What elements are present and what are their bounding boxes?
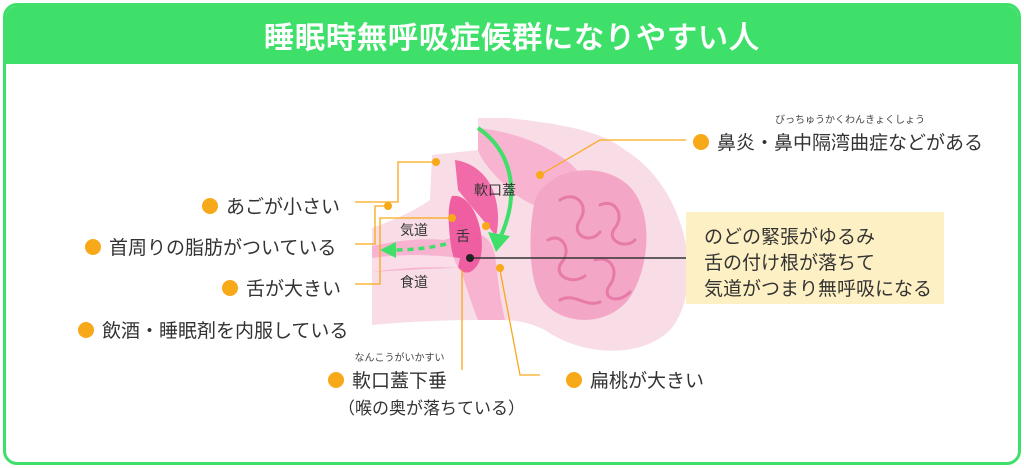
label-nasal-text: 鼻炎・鼻中隔湾曲症などがある xyxy=(717,132,984,154)
airway-label: 気道 xyxy=(400,223,428,239)
label-nasal: びっちゅうかくわんきょくしょう 鼻炎・鼻中隔湾曲症などがある xyxy=(693,115,984,155)
note-line: 気道がつまり無呼吸になる xyxy=(704,278,933,300)
bullet-dot xyxy=(328,371,344,388)
page-title: 睡眠時無呼吸症候群になりやすい人 xyxy=(264,21,760,56)
bullet-dot xyxy=(78,321,94,338)
label-large-tonsils-text: 扁桃が大きい xyxy=(590,370,705,392)
bullet-dot xyxy=(222,279,238,296)
label-thick-neck: 首周りの脂肪がついている xyxy=(85,233,336,260)
ruby-wrap: なんこうがいかすい 軟口蓋下垂 xyxy=(352,353,448,393)
nasal-ruby: びっちゅうかくわんきょくしょう xyxy=(775,115,925,126)
ruby-wrap: びっちゅうかくわんきょくしょう 鼻炎・鼻中隔湾曲症などがある xyxy=(717,115,984,155)
bullet-dot xyxy=(566,371,582,388)
bullet-dot xyxy=(85,238,101,255)
soft-palate-label: 軟口蓋 xyxy=(474,183,516,199)
label-soft-palate-droop-text: 軟口蓋下垂 xyxy=(352,370,448,392)
note-line: のどの緊張がゆるみ xyxy=(704,226,876,248)
label-large-tongue-text: 舌が大きい xyxy=(246,278,342,300)
label-small-jaw: あごが小さい xyxy=(202,192,340,219)
label-small-jaw-text: あごが小さい xyxy=(226,196,341,218)
esophagus-label: 食道 xyxy=(400,275,428,291)
soft-palate-droop-ruby: なんこうがいかすい xyxy=(354,353,445,364)
label-soft-palate-droop-sub: （喉の奥が落ちている） xyxy=(338,399,525,419)
note-box: のどの緊張がゆるみ 舌の付け根が落ちて 気道がつまり無呼吸になる xyxy=(686,212,944,304)
label-large-tonsils: 扁桃が大きい xyxy=(566,366,704,393)
label-large-tongue: 舌が大きい xyxy=(222,274,341,301)
bullet-dot xyxy=(202,197,218,214)
label-drinking-text: 飲酒・睡眠剤を内服している xyxy=(102,320,349,342)
label-soft-palate-droop: なんこうがいかすい 軟口蓋下垂 xyxy=(328,353,448,393)
label-drinking: 飲酒・睡眠剤を内服している xyxy=(78,316,348,343)
bullet-dot xyxy=(693,133,709,150)
title-bar: 睡眠時無呼吸症候群になりやすい人 xyxy=(6,6,1018,64)
note-line: 舌の付け根が落ちて xyxy=(704,252,876,274)
tongue-label: 舌 xyxy=(456,229,470,245)
label-thick-neck-text: 首周りの脂肪がついている xyxy=(109,237,337,259)
